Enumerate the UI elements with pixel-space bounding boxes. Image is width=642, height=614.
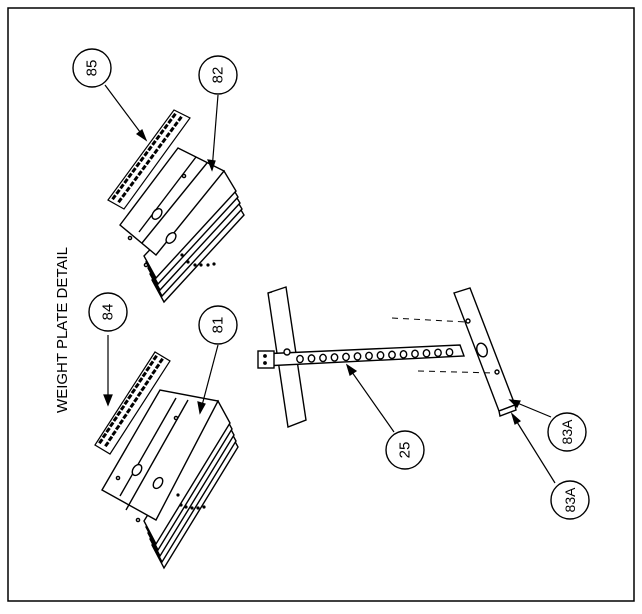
selector-stem-25	[257, 286, 465, 428]
callout-81: 81	[198, 305, 238, 345]
callout-25-label: 25	[397, 442, 414, 459]
weight-stack-81	[101, 389, 239, 570]
callout-83a-lower: 83A	[550, 480, 590, 520]
callout-81-label: 81	[210, 317, 227, 334]
selector-bar-85	[107, 109, 191, 210]
callout-82-label: 82	[210, 67, 227, 84]
callout-84: 84	[88, 292, 128, 332]
bottom-plate-83a	[453, 287, 517, 417]
drawing-border	[7, 7, 635, 602]
callout-85: 85	[72, 48, 112, 88]
guide-lines	[391, 317, 497, 374]
selector-bar-84	[94, 351, 171, 455]
callout-84-label: 84	[100, 304, 117, 321]
callout-83a-lower-label: 83A	[562, 487, 578, 513]
callout-83a-upper: 83A	[547, 412, 587, 452]
callout-85-label: 85	[84, 60, 101, 77]
callout-25: 25	[385, 430, 425, 470]
leader-lines	[103, 84, 556, 484]
weight-stack-82	[119, 147, 245, 304]
callout-83a-upper-label: 83A	[559, 419, 575, 445]
callout-82: 82	[198, 55, 238, 95]
drawing-title: WEIGHT PLATE DETAIL	[54, 247, 71, 413]
